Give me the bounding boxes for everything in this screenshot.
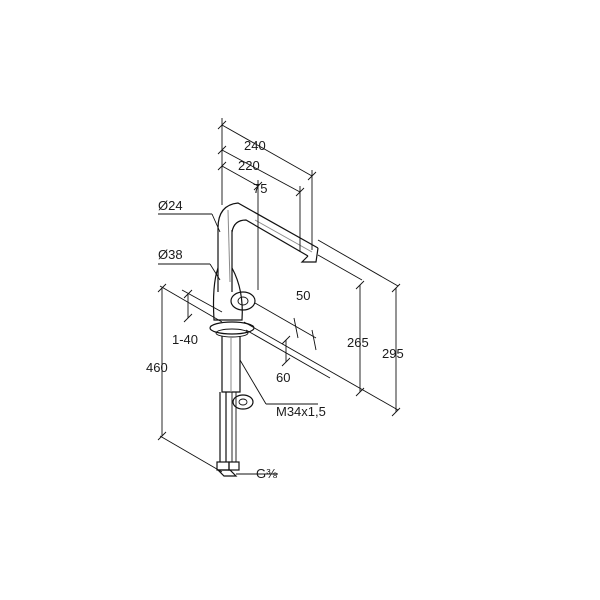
spout-head xyxy=(300,247,319,263)
hose-fitting xyxy=(216,461,230,471)
label-220: 220 xyxy=(238,158,260,173)
spout-bend xyxy=(217,202,319,249)
label-265: 265 xyxy=(347,335,369,350)
label-75: 75 xyxy=(253,181,267,196)
label-50: 50 xyxy=(296,288,310,303)
label-1-40: 1-40 xyxy=(172,332,198,347)
label-body-diameter: Ø38 xyxy=(158,247,183,262)
hose-connector xyxy=(216,469,238,477)
label-connection: G⅜ xyxy=(256,466,277,481)
label-thread: M34x1,5 xyxy=(276,404,326,419)
label-295: 295 xyxy=(382,346,404,361)
label-spout-diameter: Ø24 xyxy=(158,198,183,213)
label-460: 460 xyxy=(146,360,168,375)
label-240: 240 xyxy=(244,138,266,153)
faucet-body xyxy=(212,267,243,321)
lever-handle xyxy=(230,291,256,311)
dimension-labels: 240 220 75 Ø24 Ø38 50 1-40 460 265 295 6… xyxy=(146,138,404,481)
mounting-nut xyxy=(232,394,254,410)
label-60: 60 xyxy=(276,370,290,385)
faucet-outline xyxy=(209,202,319,477)
leader-thread xyxy=(239,359,267,405)
dimension-lines xyxy=(157,118,401,475)
